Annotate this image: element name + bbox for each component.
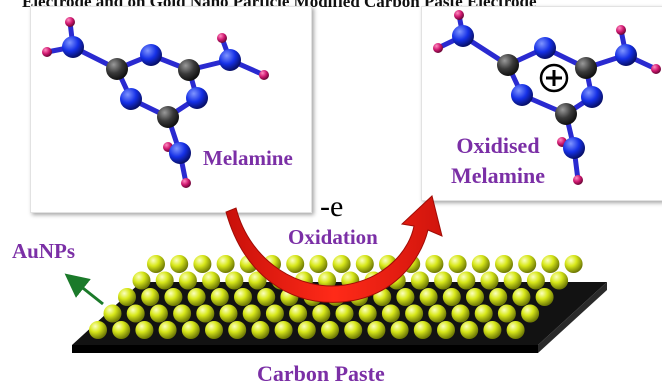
gold-nanoparticle xyxy=(228,321,247,339)
gold-nanoparticle xyxy=(434,271,453,290)
gold-nanoparticle xyxy=(535,288,554,306)
gold-nanoparticle xyxy=(158,321,177,339)
gold-nanoparticle xyxy=(141,288,160,306)
gold-nanoparticle xyxy=(181,321,200,339)
gold-nanoparticle xyxy=(321,321,339,339)
gold-nanoparticle xyxy=(550,271,569,290)
gold-nanoparticle xyxy=(442,288,461,306)
gold-nanoparticle xyxy=(147,255,165,273)
gold-nanoparticle xyxy=(428,304,447,323)
gold-nanoparticle xyxy=(425,255,444,273)
gold-nanoparticle xyxy=(367,321,386,339)
gold-nanoparticle xyxy=(286,255,305,273)
oxidised-melamine-molecule xyxy=(433,10,661,185)
gold-nanoparticle xyxy=(358,304,377,323)
gold-nanoparticle xyxy=(265,304,284,323)
gold-nanoparticle xyxy=(135,321,154,339)
gold-nanoparticle xyxy=(248,271,267,290)
gold-nanoparticle xyxy=(413,321,432,339)
oxidation-arrow xyxy=(225,195,443,303)
gold-nanoparticle xyxy=(390,321,409,339)
gold-nanoparticle xyxy=(410,271,429,290)
gold-nanoparticle xyxy=(149,304,168,323)
gold-nanoparticle xyxy=(318,271,337,290)
gold-nanoparticle xyxy=(289,304,308,323)
gold-nanoparticle xyxy=(512,288,531,306)
gold-nanoparticle xyxy=(187,288,206,306)
gold-nanoparticle xyxy=(210,288,229,306)
gold-nanoparticle xyxy=(474,304,493,323)
gold-nanoparticle xyxy=(164,288,183,306)
gold-nanoparticle xyxy=(483,321,502,339)
gold-nanoparticle xyxy=(178,271,197,290)
gold-nanoparticle xyxy=(419,288,438,306)
gold-nanoparticle xyxy=(202,271,221,290)
gold-nanoparticle xyxy=(196,304,215,323)
gold-nanoparticle xyxy=(309,255,328,273)
gold-nanoparticle xyxy=(225,271,244,290)
gold-nanoparticle xyxy=(112,321,131,339)
melamine-molecule xyxy=(42,17,269,188)
gold-nanoparticle xyxy=(506,321,525,339)
carbon-paste-label: Carbon Paste xyxy=(257,361,385,386)
figure-title: Electrode and on Gold Nano Particle Modi… xyxy=(22,0,537,11)
gold-nanoparticle xyxy=(126,304,145,323)
gold-nanoparticle xyxy=(466,288,484,306)
gold-nanoparticle xyxy=(89,321,107,339)
electron-loss-label: -e xyxy=(320,190,344,223)
gold-nanoparticle xyxy=(541,255,560,273)
gold-nanoparticle xyxy=(451,304,470,323)
gold-nanoparticle xyxy=(193,255,212,273)
oxidised-label-line2: Melamine xyxy=(450,163,546,188)
gold-nanoparticle xyxy=(312,304,331,323)
gold-nanoparticle xyxy=(335,304,354,323)
gold-nanoparticle xyxy=(274,321,293,339)
gold-nanoparticle xyxy=(460,321,479,339)
gold-nanoparticle xyxy=(405,304,424,323)
gold-nanoparticle xyxy=(219,304,238,323)
gold-nanoparticle xyxy=(480,271,499,290)
gold-nanoparticle xyxy=(242,304,261,323)
gold-nanoparticle xyxy=(251,321,270,339)
gold-nanoparticle xyxy=(518,255,537,273)
gold-nanoparticle xyxy=(234,288,252,306)
gold-nanoparticle xyxy=(503,271,522,290)
gold-nanoparticle xyxy=(257,288,276,306)
gold-nanoparticle xyxy=(564,255,583,273)
gold-nanoparticle xyxy=(344,321,363,339)
gold-nanoparticle xyxy=(489,288,508,306)
gold-nanoparticle xyxy=(173,304,192,323)
gold-nanoparticle xyxy=(297,321,316,339)
gold-nanoparticle xyxy=(437,321,455,339)
gold-nanoparticle xyxy=(355,255,374,273)
gold-nanoparticle xyxy=(495,255,513,273)
gold-nanoparticle xyxy=(103,304,122,323)
aunps-pointer-arrow xyxy=(64,273,104,306)
melamine-label: Melamine xyxy=(203,146,293,170)
gold-nanoparticle xyxy=(497,304,516,323)
gold-nanoparticle xyxy=(521,304,540,323)
oxidised-label-line1: Oxidised xyxy=(456,133,540,158)
oxidation-label: Oxidation xyxy=(288,225,378,249)
gold-nanoparticle xyxy=(396,288,415,306)
gold-nanoparticle xyxy=(216,255,235,273)
gold-nanoparticle xyxy=(132,271,151,290)
gold-nanoparticle xyxy=(170,255,189,273)
gold-nanoparticle xyxy=(332,255,351,273)
aunps-label: AuNPs xyxy=(12,239,76,263)
gold-nanoparticle xyxy=(381,304,400,323)
gold-nanoparticle xyxy=(457,271,476,290)
gold-nanoparticle xyxy=(526,271,545,290)
gold-nanoparticle xyxy=(471,255,490,273)
gold-nanoparticle xyxy=(155,271,174,290)
gold-nanoparticle xyxy=(118,288,136,306)
gold-nanoparticle xyxy=(205,321,223,339)
gold-nanoparticle xyxy=(448,255,467,273)
